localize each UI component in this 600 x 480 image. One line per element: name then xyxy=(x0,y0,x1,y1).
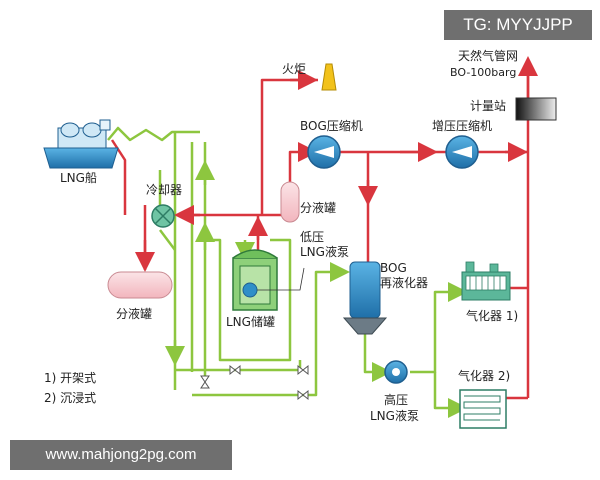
valves xyxy=(200,364,309,401)
separator-top-label: 分液罐 xyxy=(300,200,336,215)
hp-pump-label-line2: LNG液泵 xyxy=(370,408,419,423)
valve-1[interactable] xyxy=(229,364,241,376)
lng-ship-label: LNG船 xyxy=(60,171,97,185)
bog-reliquefier[interactable] xyxy=(342,261,388,335)
hp-pump-to-vaporizer-1 xyxy=(410,282,468,374)
vaporizer-1[interactable] xyxy=(461,261,511,301)
flare-label: 火炬 xyxy=(282,62,306,76)
bog-compressor-label: BOG压缩机 xyxy=(300,118,363,133)
metering-station[interactable] xyxy=(515,97,557,121)
metering-station-label: 计量站 xyxy=(470,99,506,113)
lng-storage-tank[interactable] xyxy=(232,249,278,311)
valve-4[interactable] xyxy=(200,375,210,389)
separator-drum-vertical[interactable] xyxy=(280,181,300,223)
lp-pump-label-line1: 低压 xyxy=(300,230,324,244)
vaporizer-2[interactable] xyxy=(459,389,507,429)
ship-vapour-line xyxy=(110,139,127,215)
valve-2[interactable] xyxy=(297,364,309,376)
low-pressure-pump[interactable] xyxy=(242,282,258,298)
valve-3[interactable] xyxy=(297,389,309,401)
flare-icon xyxy=(321,63,337,91)
vaporizer-2-label: 气化器 2) xyxy=(458,368,510,383)
legend-item-1: 1) 开架式 xyxy=(44,371,96,385)
bottom-to-reliquefier-line xyxy=(192,270,345,397)
bog-compressor[interactable] xyxy=(307,135,341,169)
separator-drum-horizontal[interactable] xyxy=(107,271,173,299)
cooler-label: 冷却器 xyxy=(146,183,182,197)
lp-pump-label-line2: LNG液泵 xyxy=(300,244,349,259)
cooler-liquid-line xyxy=(159,229,176,251)
watermark-top-right: TG: MYYJJPP xyxy=(444,10,592,40)
booster-compressor-label: 增压压缩机 xyxy=(432,118,492,133)
lng-tank-label: LNG储罐 xyxy=(226,314,275,329)
booster-compressor[interactable] xyxy=(445,135,479,169)
hp-pump-label-line1: 高压 xyxy=(384,392,408,407)
unloading-arm-line xyxy=(107,126,200,142)
hp-pump-to-vaporizer-2 xyxy=(433,372,468,418)
tank-fill-loop xyxy=(205,238,292,362)
pipeline-label-line2: BO-100barg xyxy=(450,66,516,79)
pipeline-label-line1: 天然气管网 xyxy=(458,48,518,63)
lng-ship xyxy=(43,119,119,169)
lp-pump-leader xyxy=(257,267,305,291)
reliquefier-label-line2: 再液化器 xyxy=(380,275,428,290)
legend-item-2: 2) 沉浸式 xyxy=(44,391,96,405)
watermark-bottom-left: www.mahjong2pg.com xyxy=(10,440,232,470)
high-pressure-pump[interactable] xyxy=(384,360,408,384)
separator-bottom-label: 分液罐 xyxy=(116,306,152,321)
reliquefier-label-line1: BOG xyxy=(380,261,407,275)
liquid-lines xyxy=(107,126,468,418)
cooler[interactable] xyxy=(151,204,175,228)
reliquefier-to-hp-pump xyxy=(363,332,392,382)
vaporizer-1-label: 气化器 1) xyxy=(466,308,518,323)
